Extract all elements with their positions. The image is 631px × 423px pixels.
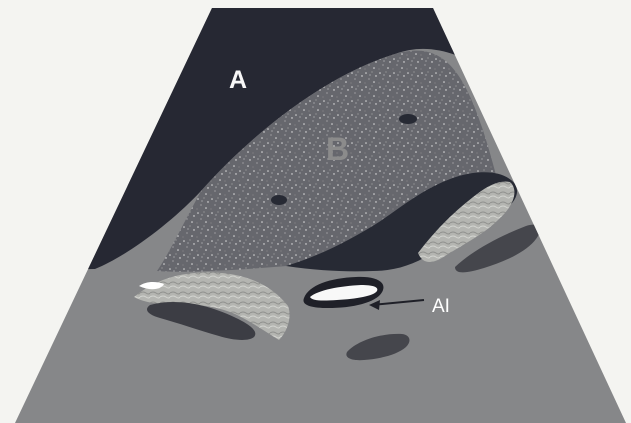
label-a: A <box>229 66 247 95</box>
label-ai: AI <box>432 296 450 318</box>
region-b-small-dark-spot-1 <box>399 114 417 124</box>
label-b: B <box>326 131 349 168</box>
region-b-small-dark-spot-2 <box>271 195 287 205</box>
